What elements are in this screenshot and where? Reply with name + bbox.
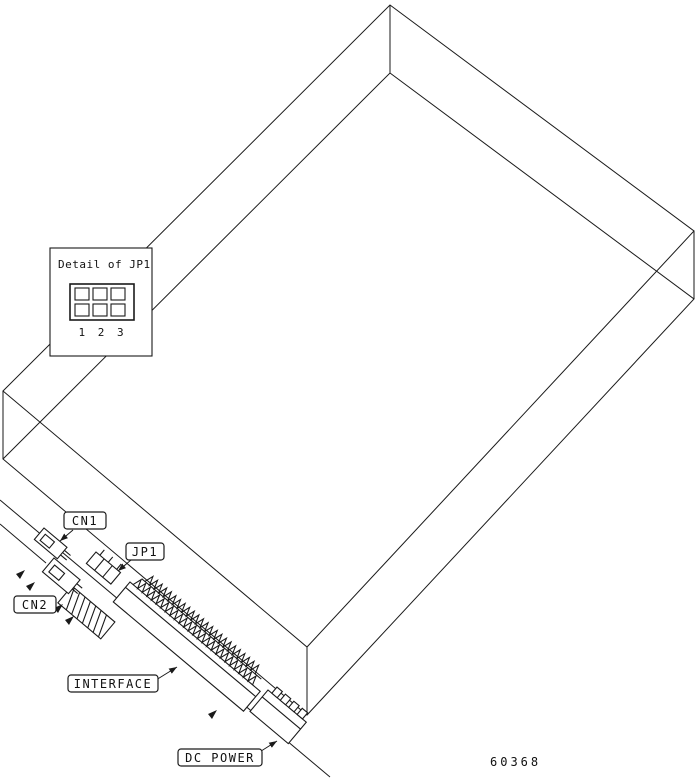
enclosure-wireframe [2, 4, 695, 716]
jp1-label-box [125, 542, 165, 561]
interface-connector [112, 575, 262, 712]
cn1-connector [33, 527, 71, 561]
jp1-jumper [85, 549, 122, 585]
interface-label: INTERFACE [67, 666, 178, 693]
cn1-keyway [39, 533, 56, 549]
jumper-pin-cell [110, 287, 126, 301]
inset-frame [49, 247, 153, 357]
cn1-label-box [63, 511, 107, 530]
cn2-connector [41, 557, 83, 595]
interface-label-text: INTERFACE [74, 677, 153, 691]
dc-power-pin-3 [287, 700, 300, 713]
jumper-pin-cell [110, 303, 126, 317]
jumper-pin-cell [74, 287, 90, 301]
interface-pin-teeth-upper [144, 575, 260, 675]
cn1-label-text: CN1 [72, 514, 98, 528]
pointer-arrow [208, 710, 217, 719]
jumper-pin-cell [74, 303, 90, 317]
enclosure-vertical-edges [2, 5, 695, 715]
jp1-detail-inset: Detail of JP1 1 2 3 [49, 247, 153, 357]
jumper-pin-cells [74, 287, 126, 317]
cn1-body [33, 527, 68, 560]
interface-leader [155, 666, 178, 681]
ribbon-hatch [57, 585, 116, 640]
cn1-label: CN1 [59, 511, 107, 542]
pointer-arrow [65, 616, 74, 625]
jp1-label: JP1 [117, 542, 165, 572]
dc-power-pin-2 [279, 693, 292, 706]
interface-body [112, 581, 262, 712]
inset-pin-numbers: 1 2 3 [79, 326, 127, 339]
dc-power-connector [249, 686, 309, 745]
figure-number: 60368 [490, 755, 541, 769]
interface-pin-teeth-lower [132, 578, 258, 686]
cn1-leader [59, 529, 74, 542]
jumper-pin-cell [92, 303, 108, 317]
interface-slot-line [125, 586, 257, 698]
dc-power-inner-line [261, 696, 301, 730]
ribbon-hatch-lines [65, 587, 107, 638]
cn2-keyway [48, 564, 66, 582]
cn2-body [41, 557, 81, 595]
dc-power-pin-4 [296, 707, 309, 720]
dc-power-label-box [177, 748, 263, 767]
jumper-pin-cell [92, 287, 108, 301]
dc-power-body [249, 689, 308, 745]
dc-power-label: DC POWER [177, 740, 278, 767]
pcb-step-edge [0, 523, 47, 564]
pointer-arrow [16, 570, 25, 579]
cn2-label: CN2 [13, 595, 57, 614]
pointer-arrow [26, 582, 35, 591]
jumper-block-outline [69, 283, 135, 321]
jp1-dividers [94, 558, 113, 578]
cn2-label-text: CN2 [22, 598, 48, 612]
cn2-label-box [13, 595, 57, 614]
jp1-leader [117, 559, 132, 572]
jp1-body [85, 551, 122, 585]
cn1-pins [60, 549, 71, 561]
inset-title: Detail of JP1 [58, 258, 151, 271]
cn2-pins [71, 583, 83, 594]
interface-label-box [67, 674, 159, 693]
jp1-label-text: JP1 [132, 545, 158, 559]
dc-power-pin-1 [271, 686, 284, 699]
dc-power-label-text: DC POWER [185, 751, 255, 765]
